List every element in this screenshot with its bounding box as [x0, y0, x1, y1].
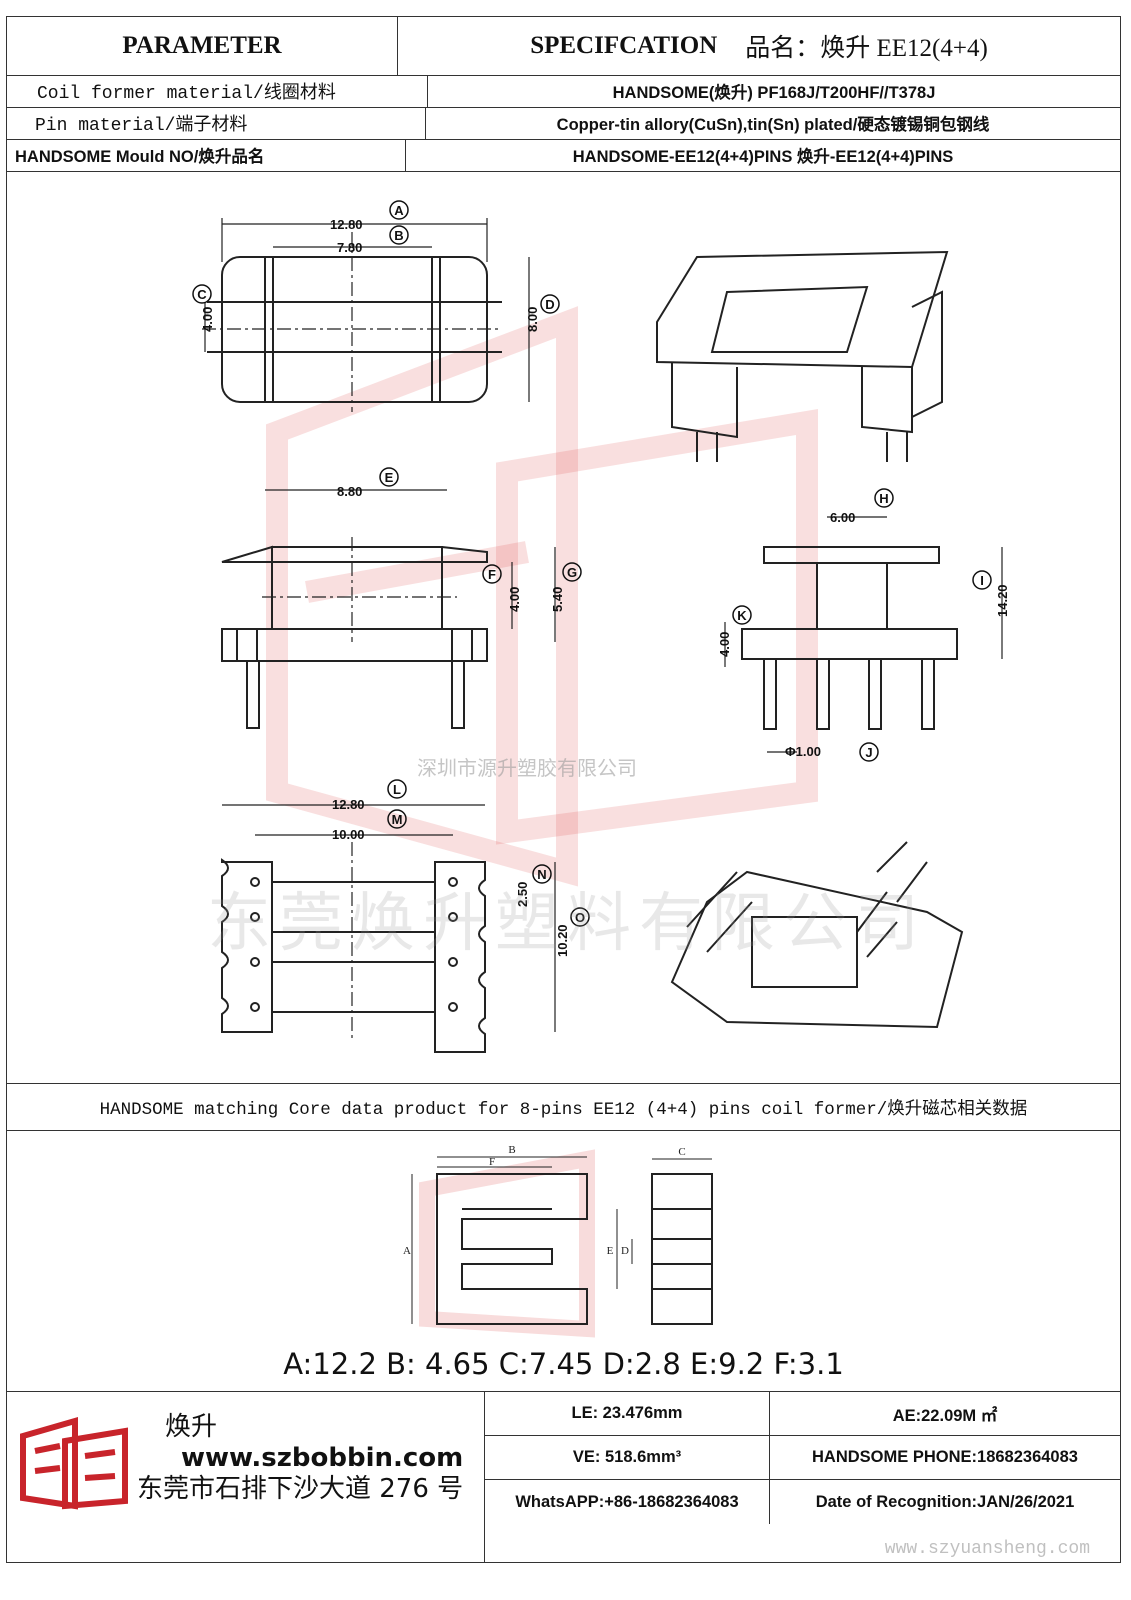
watermark-cn: 东莞焕升塑料有限公司 [207, 887, 927, 961]
marker-n: N [532, 864, 552, 884]
dim-g: 5.40 [550, 587, 565, 612]
dim-c: 4.00 [200, 307, 215, 332]
core-dimensions: A:12.2 B: 4.65 C:7.45 D:2.8 E:9.2 F:3.1 [283, 1347, 844, 1381]
dim-k: 4.00 [717, 632, 732, 657]
company-logo [20, 1417, 128, 1510]
dim-b: 7.80 [337, 240, 362, 255]
spec-heading: SPECIFCATION 品名：焕升 EE12(4+4) [398, 17, 1120, 75]
technical-drawing: 12.80 7.80 4.00 8.00 8.80 4.00 5.40 6.00… [7, 172, 1120, 1084]
svg-text:I: I [980, 573, 984, 588]
row-value: HANDSOME(焕升) PF168J/T200HF//T378J [612, 84, 936, 102]
svg-text:K: K [737, 608, 747, 623]
table-row: HANDSOME Mould NO/焕升品名 HANDSOME-EE12(4+4… [7, 139, 1120, 172]
website-link[interactable]: www.szbobbin.com [181, 1443, 464, 1473]
marker-k: K [732, 605, 752, 625]
svg-text:E: E [385, 470, 394, 485]
parameter-table: PARAMETER SPECIFCATION 品名：焕升 EE12(4+4) C… [7, 17, 1120, 172]
marker-l: L [387, 779, 407, 799]
core-label-e: E [607, 1245, 614, 1257]
row-value: Copper-tin allory(CuSn),tin(Sn) plated/硬… [556, 116, 990, 134]
core-parameter-grid: LE: 23.476mm AE:22.09M ㎡ VE: 518.6mm³ HA… [485, 1392, 1120, 1563]
table-row: Coil former material/线圈材料 HANDSOME(焕升) P… [7, 75, 1120, 108]
core-svg: A B C D E F [403, 1144, 713, 1338]
marker-m: M [387, 809, 407, 829]
marker-h: H [874, 488, 894, 508]
whatsapp-value: WhatsAPP:+86-18682364083 [485, 1480, 770, 1524]
svg-text:O: O [575, 910, 585, 925]
svg-text:A: A [394, 203, 404, 218]
logo-watermark [266, 306, 818, 887]
row-param: Coil former material/线圈材料 [7, 75, 428, 107]
spec-label: SPECIFCATION [530, 32, 718, 59]
dim-f: 4.00 [507, 587, 522, 612]
ae-value: AE:22.09M ㎡ [770, 1392, 1120, 1436]
top-view [202, 218, 530, 412]
marker-f: F [482, 564, 502, 584]
svg-text:M: M [392, 812, 403, 827]
title-row: PARAMETER SPECIFCATION 品名：焕升 EE12(4+4) [7, 17, 1120, 76]
table-row: Pin material/端子材料 Copper-tin allory(CuSn… [7, 107, 1120, 140]
dim-d: 8.00 [525, 307, 540, 332]
core-label-b: B [508, 1144, 515, 1156]
watermark-url: www.szyuansheng.com [884, 1539, 1090, 1559]
iso-view-bottom [670, 841, 964, 1029]
row-param: HANDSOME Mould NO/焕升品名 [7, 139, 406, 171]
marker-j: J [859, 742, 879, 762]
marker-i: I [972, 570, 992, 590]
iso-view-top [656, 250, 949, 462]
marker-g: G [562, 562, 582, 582]
core-label-f: F [489, 1156, 495, 1168]
end-view [724, 516, 1003, 753]
bottom-view [221, 804, 556, 1053]
dim-o: 10.20 [555, 924, 570, 957]
marker-a: A [389, 200, 409, 220]
row-value: HANDSOME-EE12(4+4)PINS 焕升-EE12(4+4)PINS [572, 148, 954, 166]
dim-j: Φ1.00 [785, 744, 821, 759]
core-caption-bar: HANDSOME matching Core data product for … [7, 1083, 1120, 1131]
marker-b: B [389, 225, 409, 245]
marker-o: O [570, 907, 590, 927]
dim-l: 12.80 [332, 797, 365, 812]
svg-text:C: C [197, 287, 207, 302]
marker-d: D [540, 294, 560, 314]
svg-text:L: L [393, 782, 401, 797]
phone-value: HANDSOME PHONE:18682364083 [770, 1436, 1120, 1480]
row-param: Pin material/端子材料 [7, 107, 426, 139]
core-label-a: A [403, 1245, 411, 1257]
side-view [221, 489, 556, 729]
svg-text:H: H [879, 491, 888, 506]
svg-text:N: N [537, 867, 546, 882]
svg-text:B: B [394, 228, 403, 243]
svg-text:F: F [488, 567, 496, 582]
brand-name: 焕升 [165, 1412, 218, 1442]
core-label-c: C [678, 1146, 685, 1158]
drawing-svg: 12.80 7.80 4.00 8.00 8.80 4.00 5.40 6.00… [192, 200, 1010, 1053]
marker-e: E [379, 467, 399, 487]
core-label-d: D [621, 1245, 629, 1257]
footer-brand: 焕升 www.szbobbin.com [165, 1406, 484, 1473]
spec-product-name: 品名：焕升 EE12(4+4) [745, 35, 988, 62]
recognition-date: Date of Recognition:JAN/26/2021 [815, 1492, 1075, 1511]
spec-sheet: PARAMETER SPECIFCATION 品名：焕升 EE12(4+4) C… [6, 16, 1121, 1563]
marker-c: C [192, 284, 212, 304]
ve-value: VE: 518.6mm³ [485, 1436, 770, 1480]
watermark-sz: 深圳市源升塑胶有限公司 [417, 756, 637, 780]
dim-i: 14.20 [995, 584, 1010, 617]
core-caption: HANDSOME matching Core data product for … [99, 1099, 1028, 1120]
core-drawing: A B C D E F [7, 1129, 1120, 1391]
dim-n: 2.50 [515, 882, 530, 907]
dim-a: 12.80 [330, 217, 363, 232]
svg-text:D: D [545, 297, 554, 312]
dim-e: 8.80 [337, 484, 362, 499]
footer-brand-block: 焕升 www.szbobbin.com 东莞市石排下沙大道 276 号 [7, 1392, 485, 1563]
company-address: 东莞市石排下沙大道 276 号 [137, 1474, 464, 1504]
svg-text:J: J [865, 745, 872, 760]
svg-text:G: G [567, 565, 577, 580]
parameter-heading: PARAMETER [7, 17, 398, 75]
le-value: LE: 23.476mm [485, 1392, 770, 1436]
dim-m: 10.00 [332, 827, 365, 842]
dim-h: 6.00 [830, 510, 855, 525]
footer: 焕升 www.szbobbin.com 东莞市石排下沙大道 276 号 LE: … [7, 1391, 1120, 1563]
